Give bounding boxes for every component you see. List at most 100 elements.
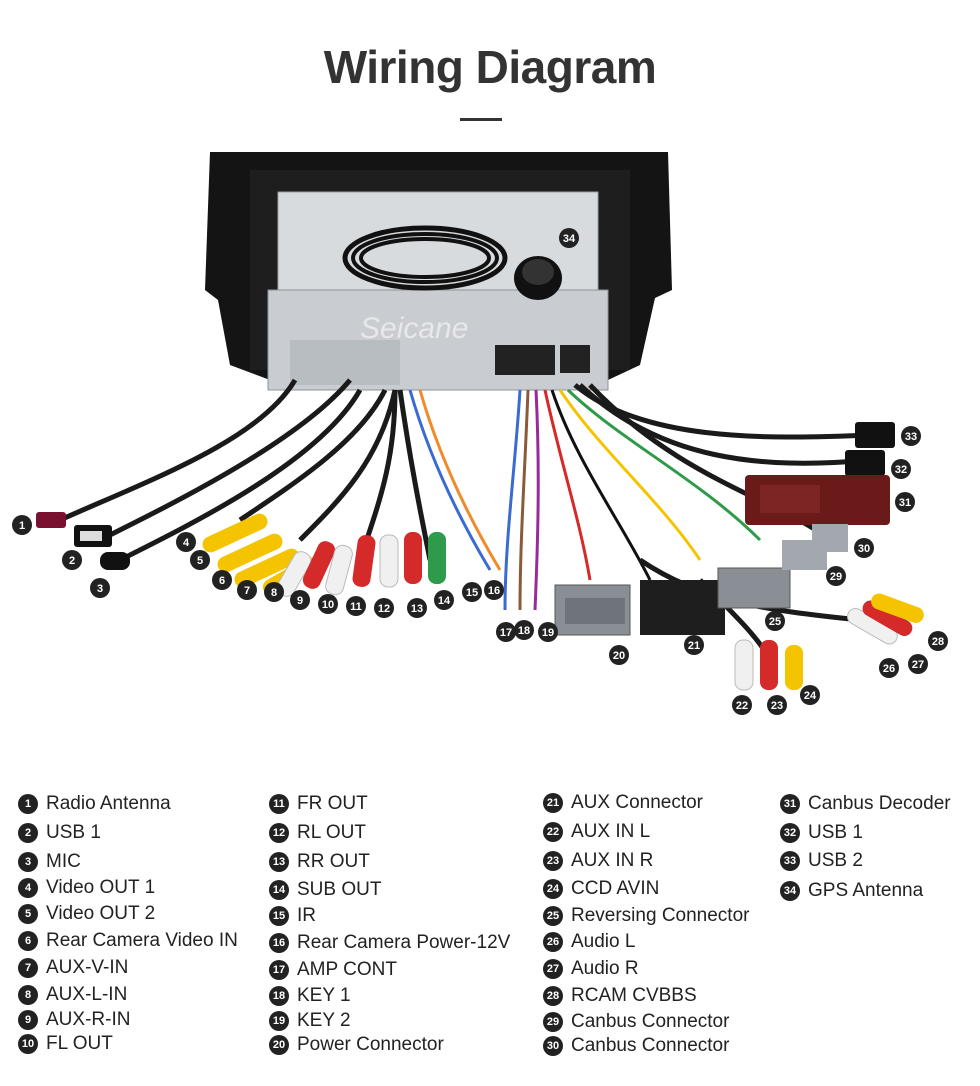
svg-text:12: 12 bbox=[378, 603, 390, 615]
wiring-diagram-svg: Seicane bbox=[12, 152, 948, 715]
legend-label: RCAM CVBBS bbox=[571, 985, 697, 1006]
right-rca-plugs bbox=[734, 593, 924, 691]
svg-text:2: 2 bbox=[69, 555, 75, 567]
marker-10: 10 bbox=[318, 594, 338, 614]
marker-29: 29 bbox=[826, 566, 846, 586]
marker-27: 27 bbox=[908, 654, 928, 674]
legend-item: 2 USB 1 bbox=[18, 821, 101, 845]
svg-text:32: 32 bbox=[895, 464, 907, 476]
marker-5: 5 bbox=[190, 550, 210, 570]
marker-3: 3 bbox=[90, 578, 110, 598]
legend-item: 24 CCD AVIN bbox=[543, 877, 659, 901]
legend-number: 6 bbox=[18, 931, 38, 951]
svg-text:28: 28 bbox=[932, 636, 944, 648]
marker-1: 1 bbox=[12, 515, 32, 535]
legend-number: 31 bbox=[780, 794, 800, 814]
legend-label: Canbus Decoder bbox=[808, 793, 951, 814]
legend-label: IR bbox=[297, 905, 316, 926]
legend-number: 14 bbox=[269, 880, 289, 900]
svg-text:7: 7 bbox=[244, 585, 250, 597]
svg-text:21: 21 bbox=[688, 640, 700, 652]
legend-label: CCD AVIN bbox=[571, 878, 660, 899]
title-underline bbox=[460, 118, 502, 121]
legend-label: AMP CONT bbox=[297, 959, 397, 980]
gps-antenna bbox=[342, 225, 562, 300]
mic-connector bbox=[100, 552, 130, 570]
legend-number: 16 bbox=[269, 933, 289, 953]
marker-14: 14 bbox=[434, 590, 454, 610]
legend-label: MIC bbox=[46, 851, 81, 872]
legend-number: 24 bbox=[543, 879, 563, 899]
marker-16: 16 bbox=[484, 580, 504, 600]
legend-number: 32 bbox=[780, 823, 800, 843]
legend-number: 1 bbox=[18, 794, 38, 814]
marker-31: 31 bbox=[895, 492, 915, 512]
svg-text:17: 17 bbox=[500, 627, 512, 639]
diagram-markers: 1 2 3 4 5 6 7 8 9 10 11 12 13 14 15 16 1… bbox=[12, 228, 948, 715]
legend-label: USB 1 bbox=[46, 822, 101, 843]
svg-text:4: 4 bbox=[183, 537, 190, 549]
legend-number: 9 bbox=[18, 1010, 38, 1030]
marker-23: 23 bbox=[767, 695, 787, 715]
legend-number: 21 bbox=[543, 793, 563, 813]
legend-label: GPS Antenna bbox=[808, 880, 924, 901]
legend-label: Rear Camera Video IN bbox=[46, 930, 238, 951]
legend-number: 23 bbox=[543, 851, 563, 871]
legend-label: AUX-V-IN bbox=[46, 957, 129, 978]
svg-text:19: 19 bbox=[542, 627, 554, 639]
svg-text:15: 15 bbox=[466, 587, 478, 599]
legend-number: 12 bbox=[269, 823, 289, 843]
usb1-plug-right bbox=[845, 450, 885, 476]
legend-number: 2 bbox=[18, 823, 38, 843]
svg-text:13: 13 bbox=[411, 603, 423, 615]
brand-watermark: Seicane bbox=[360, 312, 468, 345]
legend-label: RL OUT bbox=[297, 822, 366, 843]
svg-text:34: 34 bbox=[563, 233, 576, 245]
legend-number: 8 bbox=[18, 985, 38, 1005]
legend-label: AUX Connector bbox=[571, 792, 704, 813]
marker-15: 15 bbox=[462, 582, 482, 602]
power-harness-wires bbox=[408, 388, 762, 611]
canbus-decoder bbox=[745, 475, 890, 525]
svg-text:5: 5 bbox=[197, 555, 203, 567]
legend-number: 28 bbox=[543, 986, 563, 1006]
svg-text:20: 20 bbox=[613, 650, 625, 662]
legend-number: 22 bbox=[543, 822, 563, 842]
marker-24: 24 bbox=[800, 685, 820, 705]
marker-34: 34 bbox=[559, 228, 579, 248]
legend-item: 31 Canbus Decoder bbox=[780, 792, 951, 816]
legend-item: 28 RCAM CVBBS bbox=[543, 984, 697, 1008]
legend-number: 7 bbox=[18, 958, 38, 978]
svg-text:3: 3 bbox=[97, 583, 103, 595]
svg-text:10: 10 bbox=[322, 599, 334, 611]
marker-6: 6 bbox=[212, 570, 232, 590]
marker-13: 13 bbox=[407, 598, 427, 618]
legend-label: KEY 2 bbox=[297, 1010, 351, 1031]
legend-label: Video OUT 2 bbox=[46, 903, 156, 924]
legend-label: AUX-L-IN bbox=[46, 984, 128, 1005]
legend-number: 19 bbox=[269, 1011, 289, 1031]
svg-text:11: 11 bbox=[350, 601, 362, 613]
marker-2: 2 bbox=[62, 550, 82, 570]
marker-17: 17 bbox=[496, 622, 516, 642]
legend-label: KEY 1 bbox=[297, 985, 351, 1006]
marker-9: 9 bbox=[290, 590, 310, 610]
marker-32: 32 bbox=[891, 459, 911, 479]
radio-antenna-connector bbox=[36, 512, 66, 528]
legend-item: 19 KEY 2 bbox=[269, 1009, 351, 1033]
legend-number: 30 bbox=[543, 1036, 563, 1056]
